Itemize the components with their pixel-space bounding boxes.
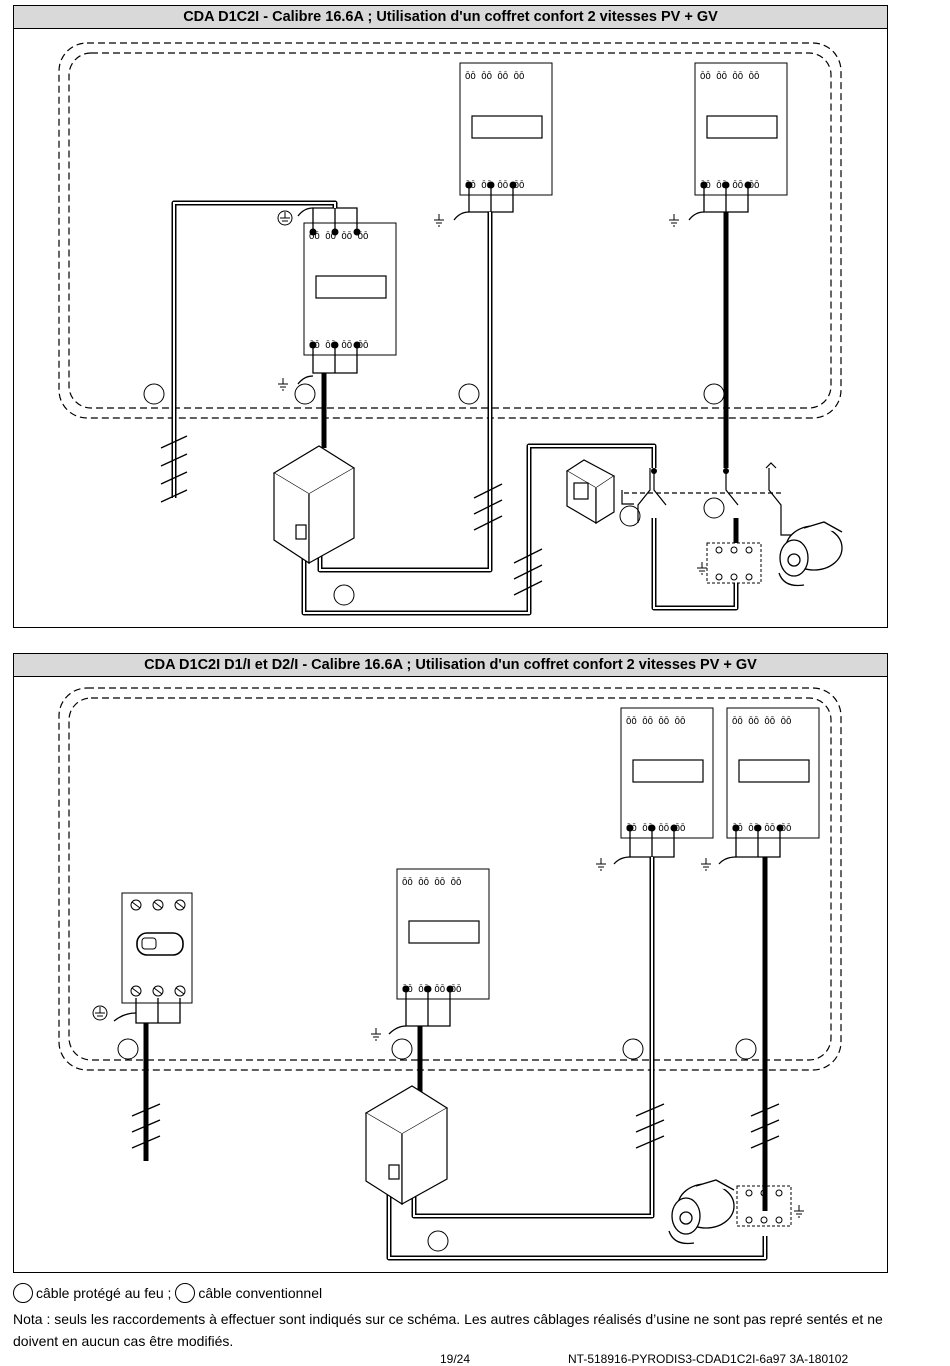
svg-text:ŌŌ ŌŌ ŌŌ ŌŌ: ŌŌ ŌŌ ŌŌ ŌŌ (402, 984, 461, 995)
fire-cable-marker-icon (160, 435, 543, 596)
legend-fire-protected: câble protégé au feu ; (36, 1285, 172, 1301)
contactor-module-pv: ŌŌ ŌŌ ŌŌ ŌŌ ŌŌ ŌŌ ŌŌ ŌŌ (459, 62, 553, 196)
svg-text:ŌŌ ŌŌ ŌŌ ŌŌ: ŌŌ ŌŌ ŌŌ ŌŌ (732, 823, 791, 834)
svg-text:ŌŌ ŌŌ ŌŌ ŌŌ: ŌŌ ŌŌ ŌŌ ŌŌ (465, 71, 524, 82)
ground-icon (596, 858, 606, 871)
wiring-diagram-1: ŌŌ ŌŌ ŌŌ ŌŌ ŌŌ ŌŌ ŌŌ ŌŌ ŌŌ ŌŌ ŌŌ ŌŌ ŌŌ Ō… (58, 42, 843, 616)
document-reference: NT-518916-PYRODIS3-CDAD1C2I-6a97 3A-1801… (568, 1352, 849, 1366)
contactor-module-center: ŌŌ ŌŌ ŌŌ ŌŌ ŌŌ ŌŌ ŌŌ ŌŌ (303, 222, 397, 356)
svg-text:ŌŌ ŌŌ ŌŌ ŌŌ: ŌŌ ŌŌ ŌŌ ŌŌ (626, 716, 685, 727)
fire-protected-cable-icon (13, 1283, 33, 1303)
svg-text:ŌŌ ŌŌ ŌŌ ŌŌ: ŌŌ ŌŌ ŌŌ ŌŌ (700, 180, 759, 191)
circuit-breaker-icon (121, 892, 193, 1004)
control-box (272, 445, 356, 565)
junction-box-icon (736, 1185, 804, 1227)
ground-icon (278, 378, 288, 391)
panel-title: CDA D1C2I D1/I et D2/I - Calibre 16.6A ;… (14, 654, 887, 677)
ground-icon (701, 858, 711, 871)
svg-text:ŌŌ ŌŌ ŌŌ ŌŌ: ŌŌ ŌŌ ŌŌ ŌŌ (402, 877, 461, 888)
contactor-module-center: ŌŌ ŌŌ ŌŌ ŌŌ ŌŌ ŌŌ ŌŌ ŌŌ (396, 868, 490, 1000)
motor-icon (778, 521, 843, 587)
svg-text:ŌŌ ŌŌ ŌŌ ŌŌ: ŌŌ ŌŌ ŌŌ ŌŌ (626, 823, 685, 834)
ground-icon (434, 214, 444, 227)
motor-icon (668, 1179, 735, 1245)
junction-box-icon (697, 542, 762, 584)
ground-icon (92, 1005, 108, 1021)
diagram-panel-2: CDA D1C2I D1/I et D2/I - Calibre 16.6A ;… (13, 653, 888, 1273)
wiring-diagram-2: ŌŌ ŌŌ ŌŌ ŌŌ ŌŌ ŌŌ ŌŌ ŌŌ ŌŌ ŌŌ ŌŌ ŌŌ ŌŌ Ō… (58, 687, 842, 1261)
legend-conventional: câble conventionnel (198, 1285, 323, 1301)
control-box (364, 1085, 449, 1206)
svg-text:ŌŌ ŌŌ ŌŌ ŌŌ: ŌŌ ŌŌ ŌŌ ŌŌ (700, 71, 759, 82)
enclosure-outline (58, 42, 842, 419)
svg-text:ŌŌ ŌŌ ŌŌ ŌŌ: ŌŌ ŌŌ ŌŌ ŌŌ (465, 180, 524, 191)
fire-cable-marker-icon (131, 1103, 780, 1149)
diagram-panel-1: CDA D1C2I - Calibre 16.6A ; Utilisation … (13, 5, 888, 628)
disconnect-switch-icon (565, 459, 616, 525)
ground-icon (669, 214, 679, 227)
ground-icon (371, 1028, 381, 1041)
svg-text:ŌŌ ŌŌ ŌŌ ŌŌ: ŌŌ ŌŌ ŌŌ ŌŌ (309, 231, 368, 242)
ground-icon (277, 210, 293, 226)
svg-text:ŌŌ ŌŌ ŌŌ ŌŌ: ŌŌ ŌŌ ŌŌ ŌŌ (309, 340, 368, 351)
contactor-module-gv: ŌŌ ŌŌ ŌŌ ŌŌ ŌŌ ŌŌ ŌŌ ŌŌ (726, 707, 820, 839)
panel-title: CDA D1C2I - Calibre 16.6A ; Utilisation … (14, 6, 887, 29)
nota-text: Nota : seuls les raccordements à effectu… (13, 1311, 883, 1349)
legend: câble protégé au feu ; câble conventionn… (13, 1283, 322, 1303)
svg-text:ŌŌ ŌŌ ŌŌ ŌŌ: ŌŌ ŌŌ ŌŌ ŌŌ (732, 716, 791, 727)
contactor-module-gv: ŌŌ ŌŌ ŌŌ ŌŌ ŌŌ ŌŌ ŌŌ ŌŌ (694, 62, 788, 196)
page-number: 19/24 (440, 1352, 471, 1366)
conventional-cable-icon (175, 1283, 196, 1303)
enclosure-outline (58, 687, 842, 1071)
contactor-module-pv: ŌŌ ŌŌ ŌŌ ŌŌ ŌŌ ŌŌ ŌŌ ŌŌ (620, 707, 714, 839)
